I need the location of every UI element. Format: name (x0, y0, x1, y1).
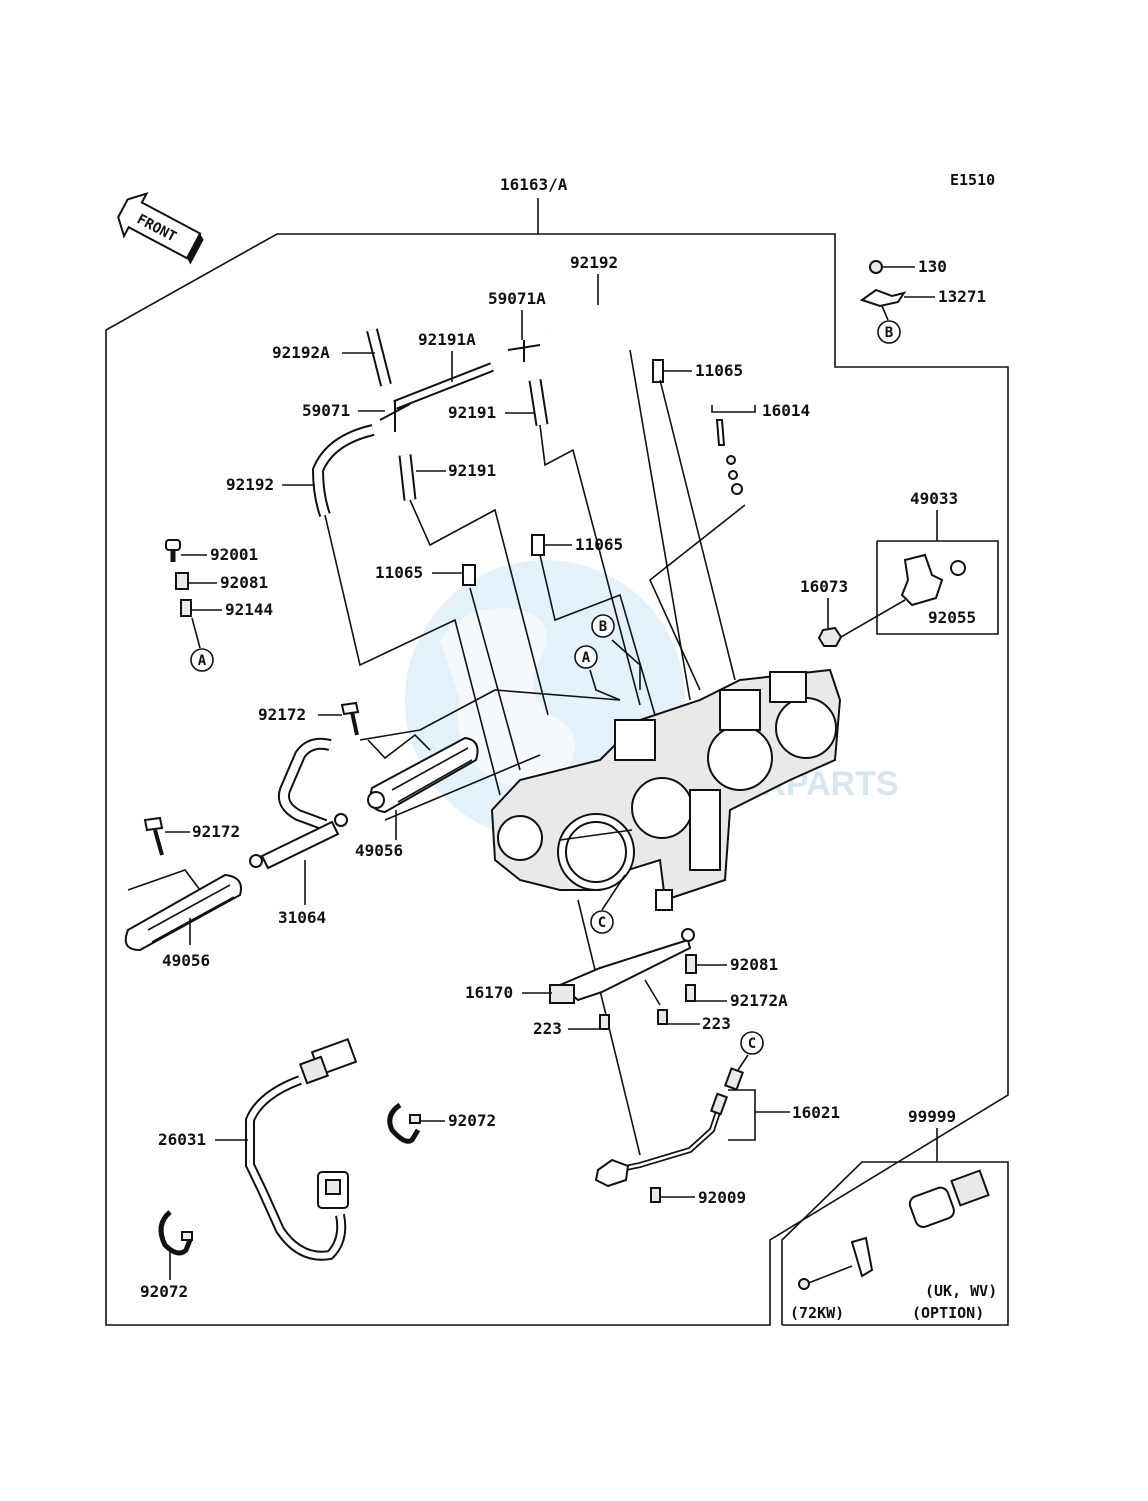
callout-92144: 92144 (225, 600, 273, 619)
svg-text:C: C (598, 915, 606, 931)
ref-c-marker-center (590, 910, 614, 934)
svg-text:A: A (198, 653, 207, 669)
sensor-16170-group: 16170 92081 92172A 223 223 (465, 928, 788, 1038)
ref-markers-center: B A C (574, 614, 626, 934)
assembly-outline: 16163/A (105, 175, 1009, 1326)
svg-text:C: C (748, 1036, 756, 1052)
cable-16021-group: C 16021 92009 (594, 1031, 840, 1207)
callout-92191a: 92191A (418, 330, 476, 349)
callout-49033: 49033 (910, 489, 958, 508)
callout-option: (OPTION) (912, 1304, 984, 1322)
bracket-130-group: 130 13271 B (859, 257, 986, 344)
callout-223-right: 223 (702, 1014, 731, 1033)
fuel-rail-group: 92172 49056 31064 92172 49056 (124, 701, 479, 970)
callout-92081-right: 92081 (730, 955, 778, 974)
callout-16014: 16014 (762, 401, 810, 420)
callout-49056-mid: 49056 (355, 841, 403, 860)
callout-11065-mid: 11065 (575, 535, 623, 554)
harness-26031-group: 26031 (158, 1037, 358, 1261)
svg-text:A: A (582, 650, 591, 666)
callout-92001: 92001 (210, 545, 258, 564)
callout-72kw: (72KW) (790, 1304, 844, 1322)
diagram-id: E1510 (950, 171, 995, 189)
callout-99999: 99999 (908, 1107, 956, 1126)
svg-text:B: B (885, 325, 893, 341)
callout-26031: 26031 (158, 1130, 206, 1149)
ref-c-marker-right (740, 1031, 764, 1055)
callout-92192-left: 92192 (226, 475, 274, 494)
callout-92172-left: 92172 (192, 822, 240, 841)
callout-16170: 16170 (465, 983, 513, 1002)
assembly-label: 16163/A (500, 175, 568, 194)
callout-11065-left: 11065 (375, 563, 423, 582)
clamp-92072-group: 92072 92072 (140, 1102, 496, 1301)
callout-92009: 92009 (698, 1188, 746, 1207)
svg-text:B: B (599, 619, 607, 635)
callout-31064: 31064 (278, 908, 326, 927)
callout-92172a: 92172A (730, 991, 788, 1010)
callout-92072-low: 92072 (140, 1282, 188, 1301)
option-box: 99999 (72KW) (UK, WV) (OPTION) (781, 1107, 1009, 1326)
callout-92192a: 92192A (272, 343, 330, 362)
callout-59071: 59071 (302, 401, 350, 420)
callout-92191-mid: 92191 (448, 403, 496, 422)
front-arrow-icon: FRONT (117, 192, 204, 265)
screw-set-left: 92001 92081 92144 A (165, 539, 273, 672)
callout-13271: 13271 (938, 287, 986, 306)
ref-b-marker-center (591, 614, 615, 638)
callout-uk-wv: (UK, WV) (925, 1282, 997, 1300)
callout-92192-top: 92192 (570, 253, 618, 272)
callout-59071a: 59071A (488, 289, 546, 308)
callout-92081-left: 92081 (220, 573, 268, 592)
callout-16073: 16073 (800, 577, 848, 596)
watermark-logo: MOTORPARTS (405, 560, 899, 840)
callout-130: 130 (918, 257, 947, 276)
callout-92055: 92055 (928, 608, 976, 627)
callout-49056-left: 49056 (162, 951, 210, 970)
throttle-body-assembly (490, 668, 842, 911)
callout-16021: 16021 (792, 1103, 840, 1122)
ref-a-marker-center (574, 645, 598, 669)
ref-a-marker-left (190, 648, 214, 672)
callout-223-left: 223 (533, 1019, 562, 1038)
hose-group-top: 92192 59071A 92191A 92192A 59071 92191 9… (226, 253, 810, 586)
option-connector-part (908, 1186, 955, 1228)
callout-92191-low: 92191 (448, 461, 496, 480)
callout-92172-top: 92172 (258, 705, 306, 724)
ref-b-marker (877, 320, 901, 344)
sensor-49033-group: 49033 92055 16073 (800, 489, 999, 647)
leader-lines (324, 349, 746, 1156)
callout-11065-top: 11065 (695, 361, 743, 380)
callout-92072-mid: 92072 (448, 1111, 496, 1130)
option-bracket-part (850, 1236, 874, 1278)
